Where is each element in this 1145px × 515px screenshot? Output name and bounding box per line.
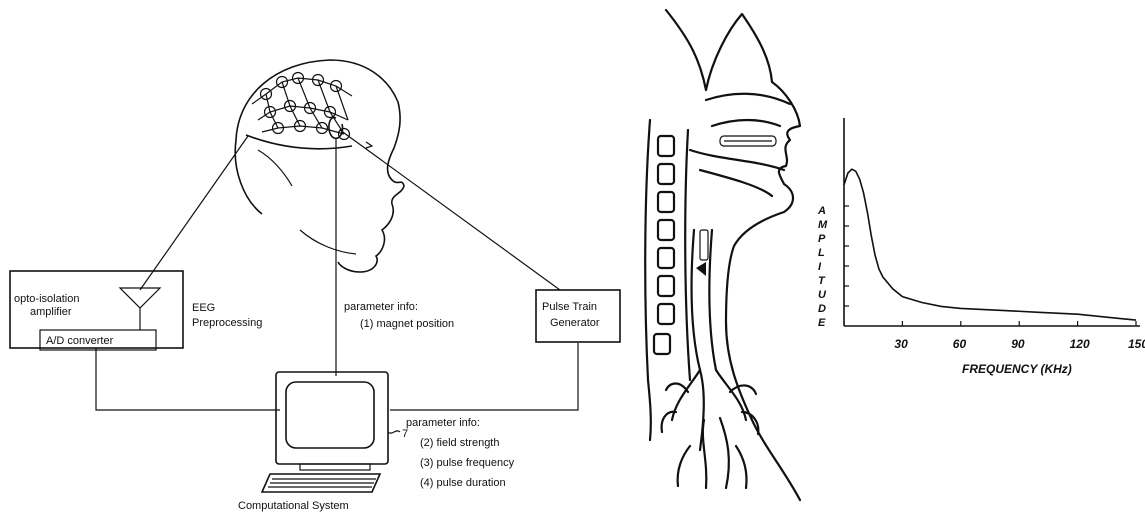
y-axis-label-letter: D: [818, 303, 826, 315]
amplifier-label-line2: amplifier: [30, 306, 72, 318]
x-tick-label: 90: [1011, 337, 1025, 351]
ref-leader: [388, 431, 400, 433]
cable-head-to-pulse-generator: [340, 130, 560, 290]
param-bottom-item3: (3) pulse frequency: [420, 457, 515, 469]
cable-generator-to-computer: [390, 343, 578, 410]
cable-head-to-amplifier: [140, 136, 248, 290]
y-axis-label-letter: U: [818, 289, 827, 301]
vertebrae: [654, 136, 674, 354]
ad-converter-label: A/D converter: [46, 335, 114, 347]
pulse-box-line1: Pulse Train: [542, 301, 597, 313]
param-top-item1: (1) magnet position: [360, 318, 454, 330]
eeg-system-diagram: opto-isolation amplifier A/D converter E…: [10, 60, 620, 512]
cable-converter-to-computer: [96, 348, 280, 410]
x-axis-label: FREQUENCY (KHz): [962, 362, 1072, 376]
computer-label: Computational System: [238, 500, 349, 512]
pulse-box-line2: Generator: [550, 317, 600, 329]
param-bottom-item4: (4) pulse duration: [420, 477, 506, 489]
ref-numeral: 7: [402, 428, 408, 440]
eeg-label-line1: EEG: [192, 302, 215, 314]
x-tick-label: 150: [1128, 337, 1145, 351]
y-axis-label-letter: E: [818, 317, 826, 329]
y-axis-label-letter: A: [817, 205, 826, 217]
param-bottom-title: parameter info:: [406, 417, 480, 429]
x-tick-label: 120: [1070, 337, 1090, 351]
x-tick-label: 30: [894, 337, 908, 351]
pulse-train-generator-box: [536, 290, 620, 342]
airway-cross-section: [645, 10, 800, 500]
y-axis-label-letter: M: [818, 219, 828, 231]
x-tick-label: 60: [953, 337, 967, 351]
y-axis-label-letter: T: [818, 275, 826, 287]
y-axis-label-letter: L: [818, 247, 825, 259]
amplifier-label-line1: opto-isolation: [14, 293, 79, 305]
amplitude-curve: [844, 169, 1136, 320]
y-axis-label-letter: P: [818, 233, 826, 245]
eeg-label-line2: Preprocessing: [192, 317, 262, 329]
amplifier-triangle-icon: [120, 288, 160, 308]
y-axis-label-letter: I: [818, 261, 822, 273]
param-top-title: parameter info:: [344, 301, 418, 313]
computer-icon: [262, 372, 388, 492]
param-bottom-item2: (2) field strength: [420, 437, 499, 449]
